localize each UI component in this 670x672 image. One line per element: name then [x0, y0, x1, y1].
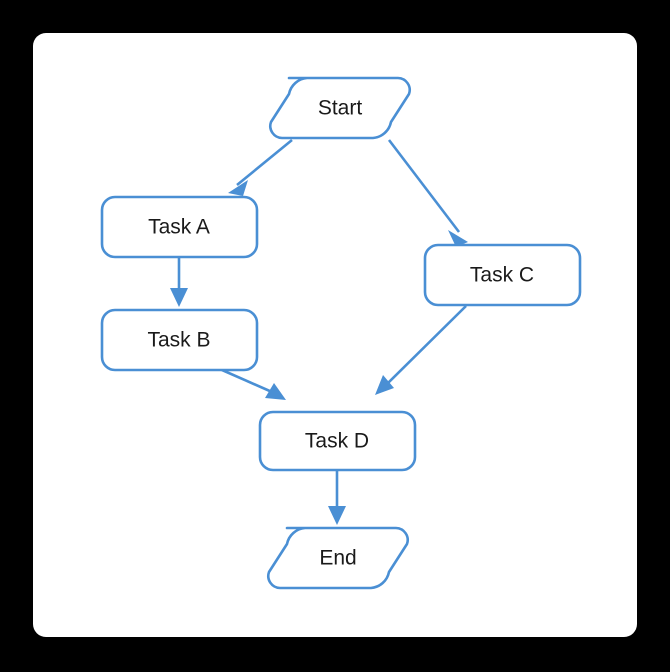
node-start[interactable]: Start [269, 76, 411, 140]
edge-task-d-to-end [328, 471, 346, 525]
edge-line-task-c-task-d [387, 305, 467, 384]
node-task-b-label: Task B [147, 329, 210, 352]
arrowhead-task-d-end [328, 506, 346, 525]
edge-task-c-to-task-d [375, 305, 467, 395]
arrowhead-start-task-c [448, 230, 468, 247]
edge-start-to-task-a [228, 138, 293, 196]
edge-line-start-task-c [387, 139, 461, 233]
arrowhead-task-c-task-d [375, 375, 394, 395]
node-task-c-shape [423, 243, 582, 307]
node-task-b-shape [100, 308, 259, 372]
node-task-d-label: Task D [305, 430, 369, 453]
node-task-d-shape [258, 410, 417, 472]
edge-task-a-to-task-b [170, 258, 188, 307]
arrowhead-start-task-a [228, 180, 248, 196]
node-task-a[interactable]: Task A [100, 195, 259, 259]
arrowhead-task-b-task-d [265, 383, 286, 400]
node-task-d[interactable]: Task D [258, 410, 417, 472]
node-end[interactable]: End [267, 526, 409, 590]
node-task-c[interactable]: Task C [423, 243, 582, 307]
edge-line-task-b-task-d [221, 368, 273, 394]
node-task-a-shape [100, 195, 259, 259]
node-start-label: Start [318, 97, 363, 120]
arrowhead-task-a-task-b [170, 288, 188, 307]
edge-start-to-task-c [387, 139, 468, 247]
node-end-label: End [319, 547, 356, 570]
node-task-a-label: Task A [148, 216, 210, 239]
edge-line-start-task-a [236, 138, 293, 187]
node-task-c-label: Task C [470, 264, 534, 287]
node-task-b[interactable]: Task B [100, 308, 259, 372]
node-start-shape [269, 76, 411, 140]
edge-task-b-to-task-d [221, 368, 286, 400]
node-end-shape [267, 526, 409, 590]
